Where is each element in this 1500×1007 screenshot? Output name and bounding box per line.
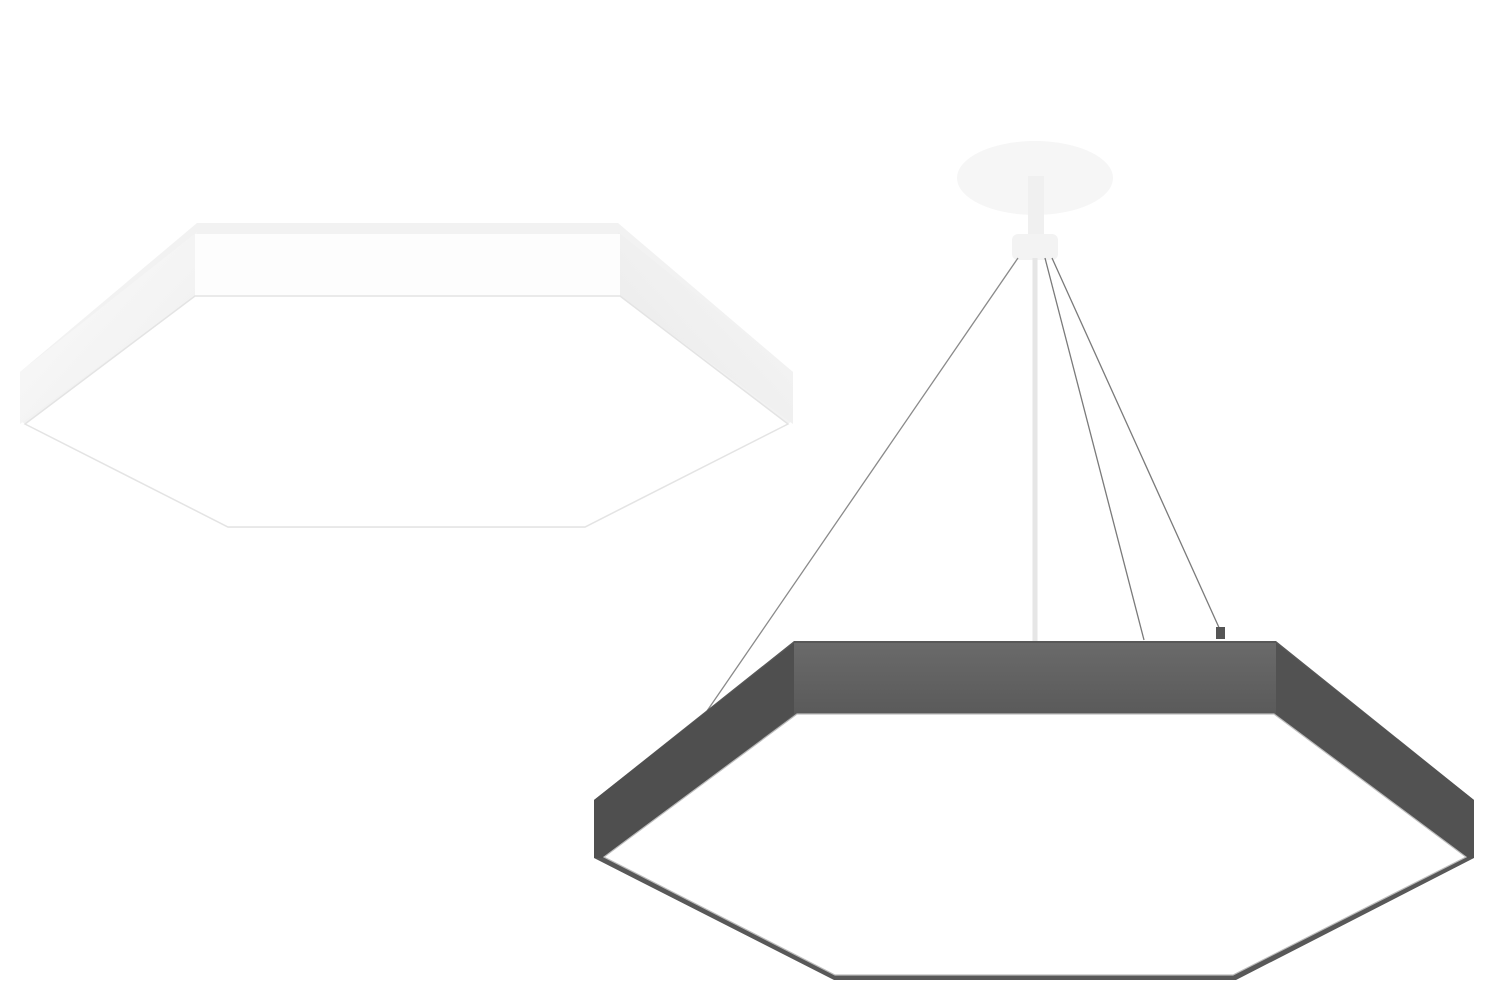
dark-luminaire-right-side: [1276, 643, 1474, 858]
cable-gripper: [1216, 627, 1225, 639]
suspension-cable-center-right: [1044, 257, 1145, 641]
cable-hub: [1012, 234, 1058, 260]
white-luminaire-right-side: [618, 232, 793, 424]
canopy-stem: [1028, 176, 1044, 238]
dark-luminaire-left-side: [594, 643, 794, 858]
suspension-hardware: [706, 141, 1225, 712]
white-luminaire-diffuser: [23, 295, 790, 528]
white-hexagon-luminaire: [20, 223, 793, 528]
dark-hexagon-luminaire: [594, 641, 1474, 980]
dark-luminaire-diffuser: [602, 713, 1468, 976]
white-luminaire-front-edge: [195, 234, 620, 296]
white-luminaire-left-side: [20, 232, 197, 424]
suspension-cable-right: [1051, 257, 1222, 633]
suspension-cable-left: [706, 257, 1019, 712]
dark-luminaire-front-edge: [794, 643, 1276, 714]
